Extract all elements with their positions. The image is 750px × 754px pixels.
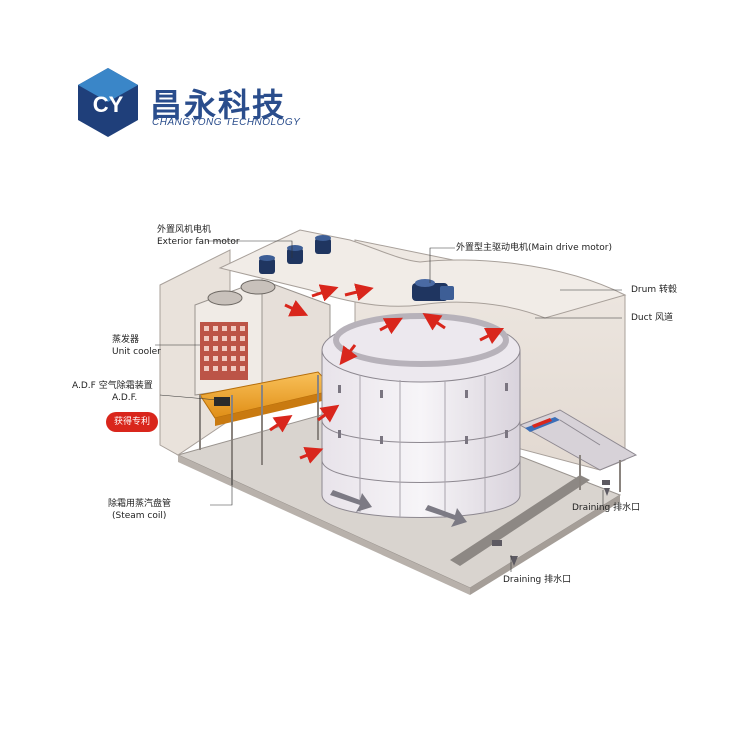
label-steam-coil-en: (Steam coil)	[112, 510, 166, 522]
label-steam-coil-cn: 除霜用蒸汽盘管	[108, 498, 171, 510]
label-adf-cn: A.D.F 空气除霜装置	[72, 380, 153, 392]
label-exterior-fan-en: Exterior fan motor	[157, 236, 240, 248]
label-evaporator-en: Unit cooler	[112, 346, 161, 358]
label-exterior-fan-cn: 外置风机电机	[157, 224, 211, 236]
label-draining-bottom: Draining 排水口	[503, 574, 571, 586]
logo-letters: CY	[93, 92, 124, 117]
label-draining-right: Draining 排水口	[572, 502, 640, 514]
label-evaporator-cn: 蒸发器	[112, 334, 139, 346]
spiral-drum	[322, 316, 520, 518]
logo-mark: CY	[78, 68, 138, 137]
patent-badge: 获得专利	[106, 412, 158, 432]
label-duct: Duct 风道	[631, 312, 673, 324]
label-adf-en: A.D.F.	[112, 392, 137, 404]
brand-name-en: CHANGYONG TECHNOLOGY	[152, 117, 300, 128]
label-main-drive-motor: 外置型主驱动电机(Main drive motor)	[456, 242, 612, 254]
label-drum: Drum 转毂	[631, 284, 677, 296]
